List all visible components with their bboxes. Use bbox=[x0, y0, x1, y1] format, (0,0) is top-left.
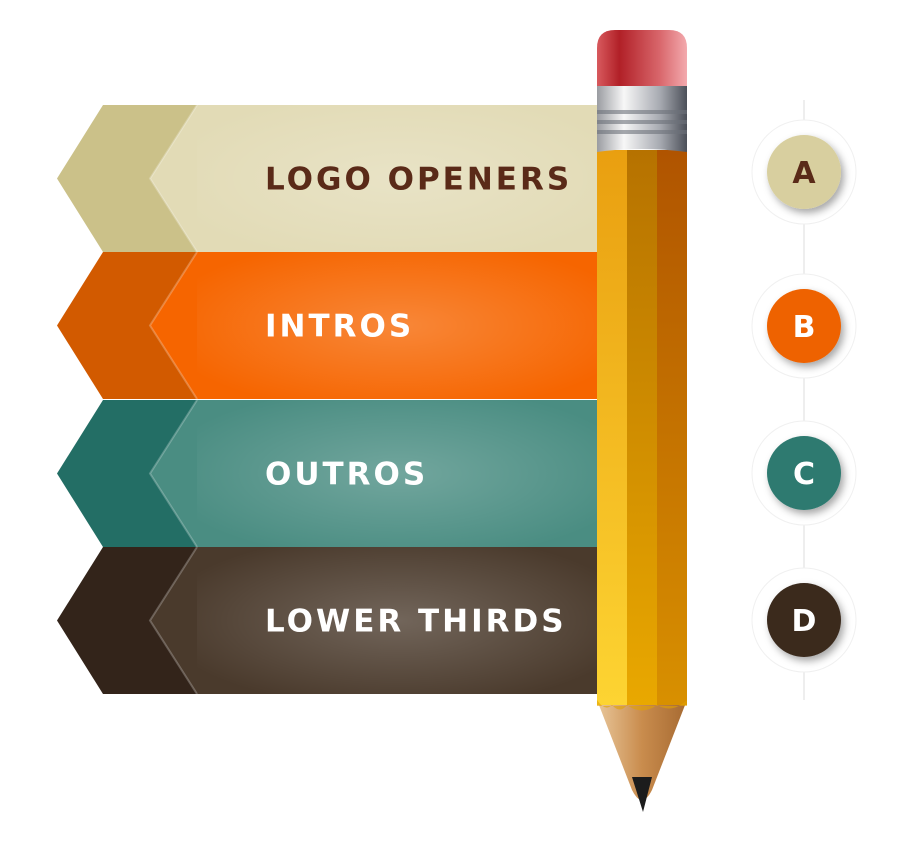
step-badge-a: A bbox=[751, 119, 857, 225]
pencil-ferrule bbox=[597, 86, 687, 152]
band-label: OUTROS bbox=[265, 457, 428, 493]
band-a: LOGO OPENERS bbox=[57, 104, 600, 253]
chevron-line bbox=[148, 104, 198, 253]
band-c: OUTROS bbox=[57, 399, 600, 548]
pencil bbox=[597, 30, 687, 812]
step-badge-d: D bbox=[751, 567, 857, 673]
band-label: LOGO OPENERS bbox=[265, 162, 572, 198]
pencil-eraser bbox=[597, 30, 687, 88]
step-badge-b: B bbox=[751, 273, 857, 379]
band-label: INTROS bbox=[265, 309, 414, 345]
step-letter: D bbox=[792, 604, 817, 639]
band-label: LOWER THIRDS bbox=[265, 604, 567, 640]
chevron-line bbox=[148, 399, 198, 548]
pencil-tip-wood bbox=[597, 700, 687, 800]
band-b: INTROS bbox=[57, 251, 600, 400]
step-letter: A bbox=[792, 156, 816, 191]
chevron-line bbox=[148, 251, 198, 400]
band-d: LOWER THIRDS bbox=[57, 546, 600, 695]
pencil-lead bbox=[632, 777, 652, 812]
chevron-line bbox=[148, 546, 198, 695]
step-letter: C bbox=[793, 457, 815, 492]
step-letter: B bbox=[793, 310, 816, 345]
step-badge-c: C bbox=[751, 420, 857, 526]
